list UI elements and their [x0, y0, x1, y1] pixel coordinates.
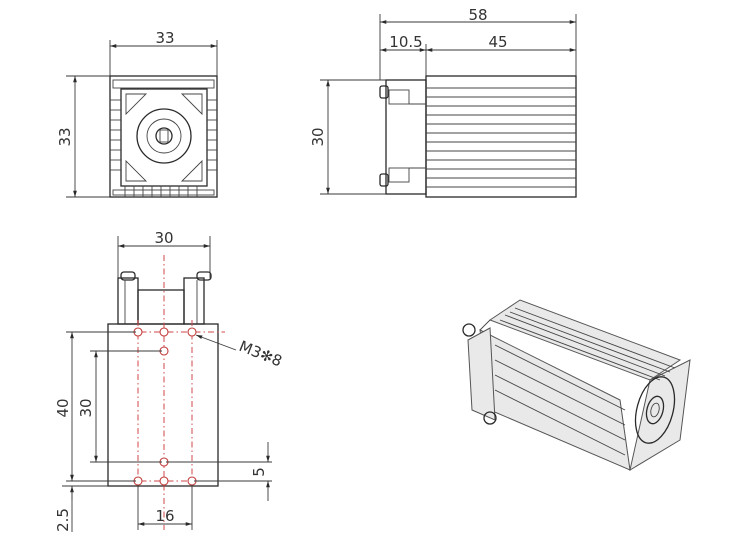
bottom-hole-gap-label: 16	[155, 507, 174, 525]
side-height-label: 30	[309, 127, 327, 146]
bottom-hole-spacing-label: 30	[77, 398, 95, 417]
side-view-dimensions: 58 10.5 45 30	[309, 6, 577, 195]
bottom-edge-offset-label: 2.5	[54, 508, 72, 532]
bottom-width-label: 30	[154, 229, 173, 247]
bottom-hole-offset-label: 5	[250, 467, 268, 477]
front-width-label: 33	[155, 29, 174, 47]
thread-label: M3✻8	[237, 337, 285, 370]
front-view-dimensions: 33 33	[56, 29, 218, 198]
front-height-label: 33	[56, 127, 74, 146]
bottom-view	[100, 255, 225, 530]
front-view	[109, 75, 218, 198]
side-body-length-label: 45	[488, 33, 507, 51]
side-total-length-label: 58	[468, 6, 487, 24]
iso-view	[462, 299, 691, 472]
side-view	[379, 75, 577, 198]
bottom-outer-length-label: 40	[54, 398, 72, 417]
side-flange-label: 10.5	[389, 33, 422, 51]
